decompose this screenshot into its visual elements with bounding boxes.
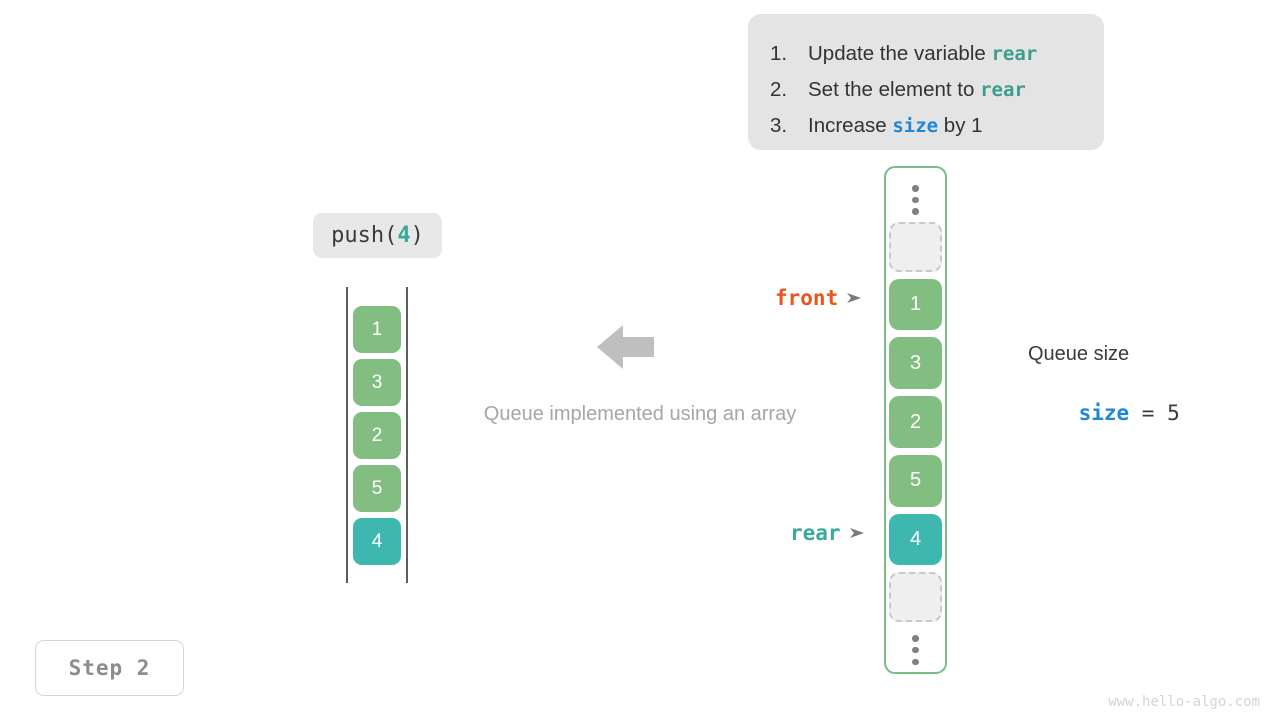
watermark: www.hello-algo.com — [1108, 694, 1260, 710]
abstract-queue-cells: 1 3 2 5 4 — [353, 306, 401, 565]
instruction-text-tail: by 1 — [938, 114, 983, 137]
queue-size-title: Queue size — [1028, 343, 1130, 365]
array-cell: 1 — [889, 278, 942, 331]
front-pointer-label: front — [775, 286, 863, 310]
operation-label: push(4) — [313, 213, 442, 258]
instruction-number: 1. — [770, 42, 788, 65]
queue-bracket-left — [346, 287, 348, 583]
array-cell: 3 — [889, 337, 942, 390]
rear-pointer-label: rear — [790, 521, 866, 545]
instruction-item-3: 3. Increase size by 1 — [770, 108, 1104, 144]
abstract-queue: 1 3 2 5 4 — [346, 287, 408, 583]
step-badge: Step 2 — [35, 640, 184, 696]
queue-bracket-right — [406, 287, 408, 583]
instruction-text: Set the element to — [808, 78, 981, 101]
pointer-arrow-icon — [846, 286, 863, 310]
left-arrow-icon — [597, 323, 654, 371]
queue-cell: 1 — [353, 306, 401, 353]
instruction-number: 2. — [770, 78, 788, 101]
operation-argument: 4 — [397, 223, 411, 248]
size-value: = 5 — [1129, 401, 1180, 425]
instruction-text: Increase — [808, 114, 893, 137]
keyword-rear: rear — [991, 43, 1038, 65]
instruction-text: Update the variable — [808, 42, 992, 65]
queue-size-block: Queue size size = 5 — [1028, 343, 1228, 449]
queue-cell: 5 — [353, 465, 401, 512]
vertical-ellipsis-icon — [912, 635, 919, 666]
array-caption: Queue implemented using an array — [483, 403, 797, 425]
queue-size-expression: size = 5 — [1028, 377, 1228, 449]
instruction-item-2: 2. Set the element to rear — [770, 72, 1104, 108]
array-slot-empty — [889, 221, 942, 272]
instruction-number: 3. — [770, 114, 788, 137]
rear-pointer-text: rear — [790, 521, 841, 545]
array-slot-empty — [889, 572, 942, 623]
keyword-rear: rear — [980, 79, 1026, 101]
queue-cell: 3 — [353, 359, 401, 406]
size-variable: size — [1078, 401, 1130, 425]
array-cell: 2 — [889, 396, 942, 448]
instruction-panel: 1. Update the variable rear 2. Set the e… — [748, 14, 1104, 150]
keyword-size: size — [892, 115, 939, 137]
front-pointer-text: front — [775, 286, 839, 310]
pointer-arrow-icon — [849, 521, 866, 545]
operation-close-paren: ) — [410, 223, 424, 248]
array-slots: 1 3 2 5 4 — [886, 168, 945, 672]
queue-cell-highlighted: 4 — [353, 518, 401, 565]
array-container: 1 3 2 5 4 — [884, 166, 947, 674]
instruction-item-1: 1. Update the variable rear — [770, 36, 1104, 72]
queue-cell: 2 — [353, 412, 401, 459]
array-cell: 5 — [889, 454, 942, 507]
operation-name: push( — [331, 223, 398, 248]
array-cell-highlighted: 4 — [889, 513, 942, 566]
vertical-ellipsis-icon — [912, 185, 919, 215]
